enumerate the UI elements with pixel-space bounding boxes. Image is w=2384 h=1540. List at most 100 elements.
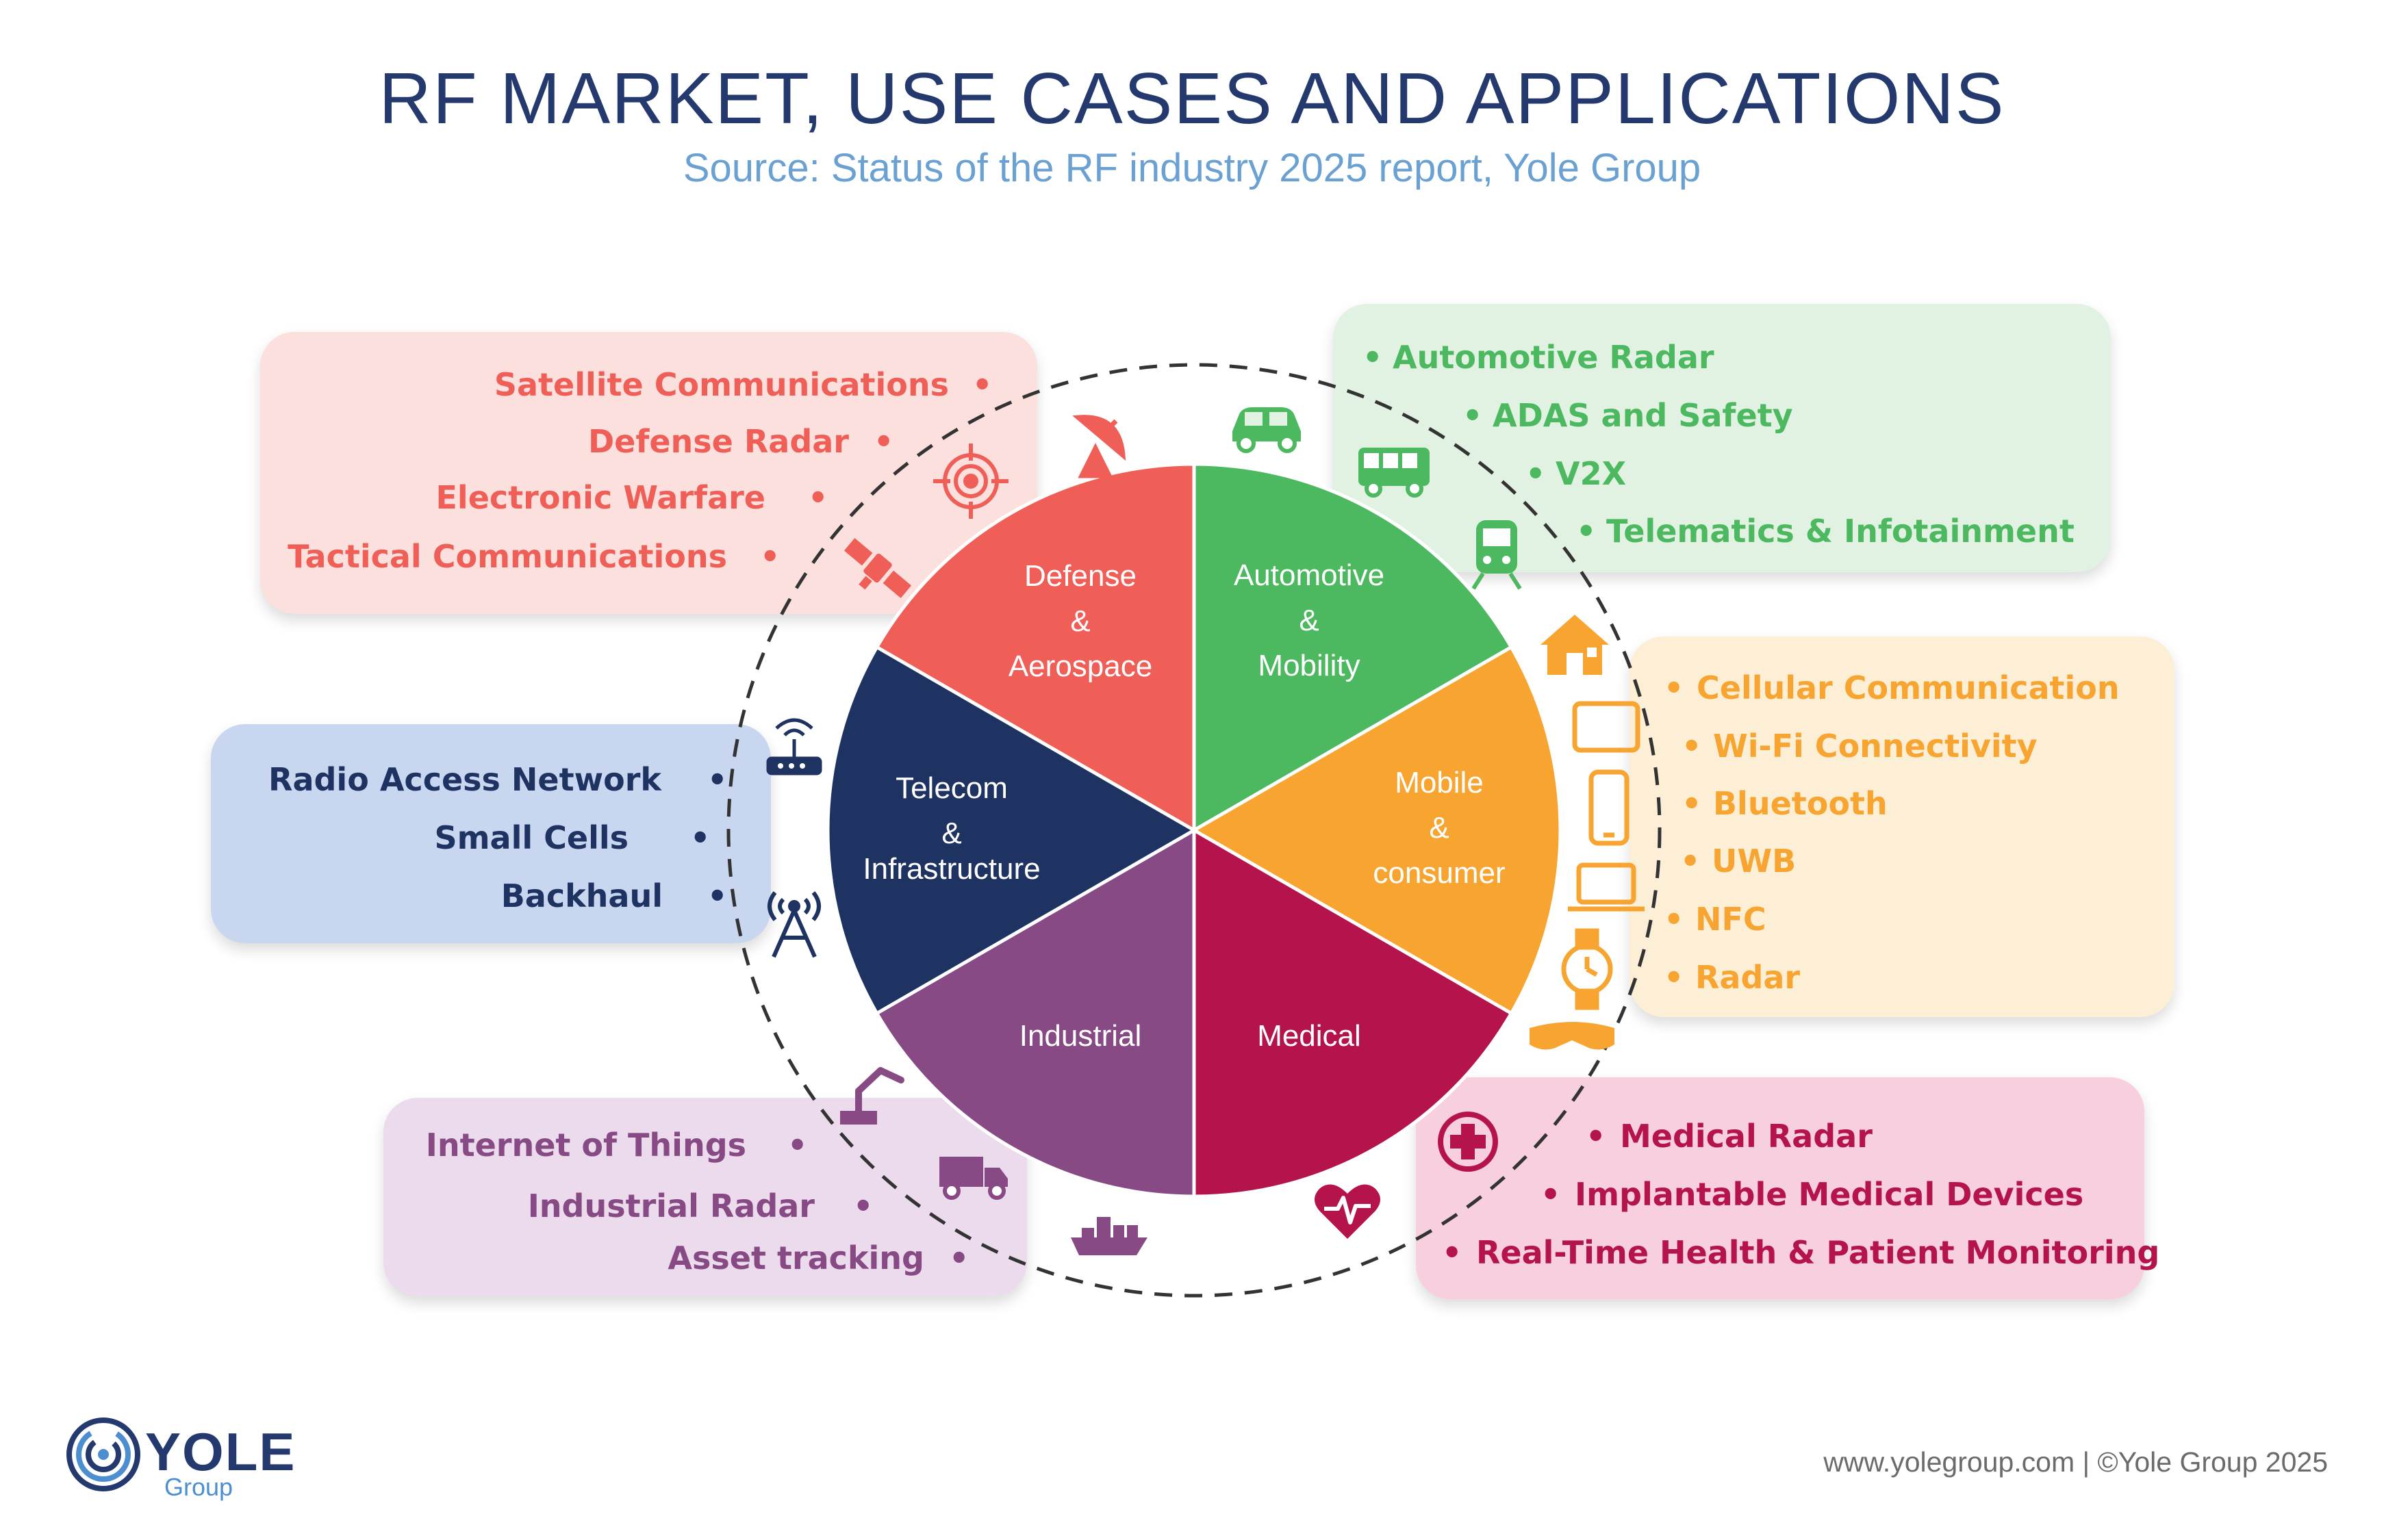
list-item: Small Cells <box>434 819 629 856</box>
bullet: • <box>707 877 728 914</box>
list-item: Medical Radar <box>1620 1118 1873 1155</box>
laptop-icon <box>1568 862 1645 912</box>
bullet: • <box>1680 843 1701 880</box>
bullet: • <box>1586 1118 1606 1155</box>
list-item: Automotive Radar <box>1393 339 1714 376</box>
segment-label-defense: & <box>1070 604 1090 638</box>
list-item: Radar <box>1695 959 1801 996</box>
heart-rate-icon <box>1315 1184 1380 1239</box>
smartwatch-icon <box>1561 928 1613 1010</box>
bullet: • <box>787 1127 808 1164</box>
list-item: Cellular Communication <box>1697 669 2120 706</box>
train-icon <box>1471 520 1522 590</box>
satellite-icon <box>844 538 912 598</box>
pie-slice-medical <box>1192 827 1514 1198</box>
bullet: • <box>1462 397 1483 434</box>
segment-label-telecom: Infrastructure <box>863 852 1040 886</box>
pie-slices <box>826 462 1562 1198</box>
segment-label-automotive: Mobility <box>1258 649 1360 682</box>
list-item: Bluetooth <box>1713 785 1888 822</box>
house-icon <box>1540 615 1609 675</box>
pie-slice-mobile <box>1191 645 1562 1016</box>
list-item: Industrial Radar <box>527 1188 815 1224</box>
footer-copyright: www.yolegroup.com | ©Yole Group 2025 <box>1823 1446 2328 1478</box>
list-item: UWB <box>1712 843 1797 880</box>
list-item: Telematics & Infotainment <box>1606 513 2075 550</box>
router-icon <box>766 718 822 775</box>
car-icon <box>1232 407 1301 453</box>
segment-label-defense: Defense <box>1024 559 1137 593</box>
bullet: • <box>1664 901 1684 938</box>
segment-label-medical: Medical <box>1257 1019 1361 1053</box>
bullet: • <box>1362 339 1383 376</box>
segment-label-mobile: Mobile <box>1395 766 1484 799</box>
list-item: Radio Access Network <box>268 761 661 798</box>
vr-headset-icon <box>1530 1022 1614 1050</box>
truck-icon <box>939 1157 1008 1200</box>
pie-labels: Defense & Aerospace Automotive & Mobilit… <box>863 559 1505 1053</box>
list-item: Backhaul <box>500 877 663 914</box>
bullet: • <box>1682 728 1702 765</box>
medical-box <box>1416 1077 2144 1299</box>
list-item: Real-Time Health & Patient Monitoring <box>1476 1234 2160 1271</box>
list-item: Implantable Medical Devices <box>1575 1176 2084 1213</box>
defense-box <box>260 332 1037 614</box>
bullet: • <box>972 366 993 403</box>
pie-slice-automotive <box>1192 462 1514 834</box>
bullet: • <box>853 1188 874 1224</box>
list-item: Satellite Communications <box>494 366 949 403</box>
pie-slice-industrial <box>874 827 1196 1198</box>
bullet: • <box>1576 513 1597 550</box>
bullet: • <box>1525 455 1546 492</box>
list-item: V2X <box>1556 455 1627 492</box>
list-item: Tactical Communications <box>288 538 727 575</box>
segment-label-industrial: Industrial <box>1019 1019 1142 1053</box>
medical-cross-icon <box>1438 1112 1498 1172</box>
list-item: NFC <box>1695 901 1766 938</box>
bullet: • <box>808 479 828 516</box>
page-subtitle: Source: Status of the RF industry 2025 r… <box>683 146 1701 190</box>
bullet: • <box>1442 1234 1462 1271</box>
segment-label-telecom: Telecom <box>896 771 1008 805</box>
cell-tower-icon <box>768 891 821 958</box>
bullet: • <box>1540 1176 1561 1213</box>
bullet: • <box>690 819 711 856</box>
target-icon <box>933 444 1009 519</box>
mobile-box <box>1630 637 2174 1017</box>
list-item: Asset tracking <box>668 1240 924 1276</box>
yole-logo-icon <box>66 1417 140 1491</box>
satellite-dish-icon <box>1072 415 1126 478</box>
telecom-box <box>211 724 771 943</box>
pie-slice-telecom <box>826 645 1197 1016</box>
bullet: • <box>1664 669 1684 706</box>
segment-label-automotive: Automotive <box>1234 559 1384 592</box>
dashed-orbit <box>726 363 1662 1298</box>
segment-label-mobile: & <box>1429 811 1449 845</box>
bus-icon <box>1358 448 1430 498</box>
segment-label-mobile: consumer <box>1373 856 1505 890</box>
tablet-icon <box>1572 701 1640 753</box>
page-title: RF MARKET, USE CASES AND APPLICATIONS <box>379 58 2005 139</box>
list-item: Internet of Things <box>425 1127 746 1164</box>
segment-label-automotive: & <box>1299 604 1319 637</box>
bullet: • <box>760 538 781 575</box>
bullet: • <box>1682 785 1702 822</box>
list-item: Wi-Fi Connectivity <box>1713 728 2038 765</box>
bullet: • <box>949 1240 969 1276</box>
segment-label-defense: Aerospace <box>1009 650 1152 683</box>
segment-label-telecom: & <box>941 817 961 850</box>
industrial-box <box>383 1098 1027 1296</box>
bullet: • <box>707 761 728 798</box>
logo-subtitle: Group <box>164 1473 233 1501</box>
robot-arm-icon <box>840 1067 904 1125</box>
list-item: ADAS and Safety <box>1493 397 1793 434</box>
bullet: • <box>1664 959 1684 996</box>
list-item: Defense Radar <box>587 423 849 460</box>
cargo-ship-icon <box>1071 1217 1147 1255</box>
smartphone-icon <box>1588 769 1630 846</box>
bullet: • <box>874 423 894 460</box>
pie-slice-defense <box>874 462 1196 834</box>
automotive-box <box>1333 304 2111 572</box>
logo-wordmark: YOLE <box>145 1422 296 1482</box>
